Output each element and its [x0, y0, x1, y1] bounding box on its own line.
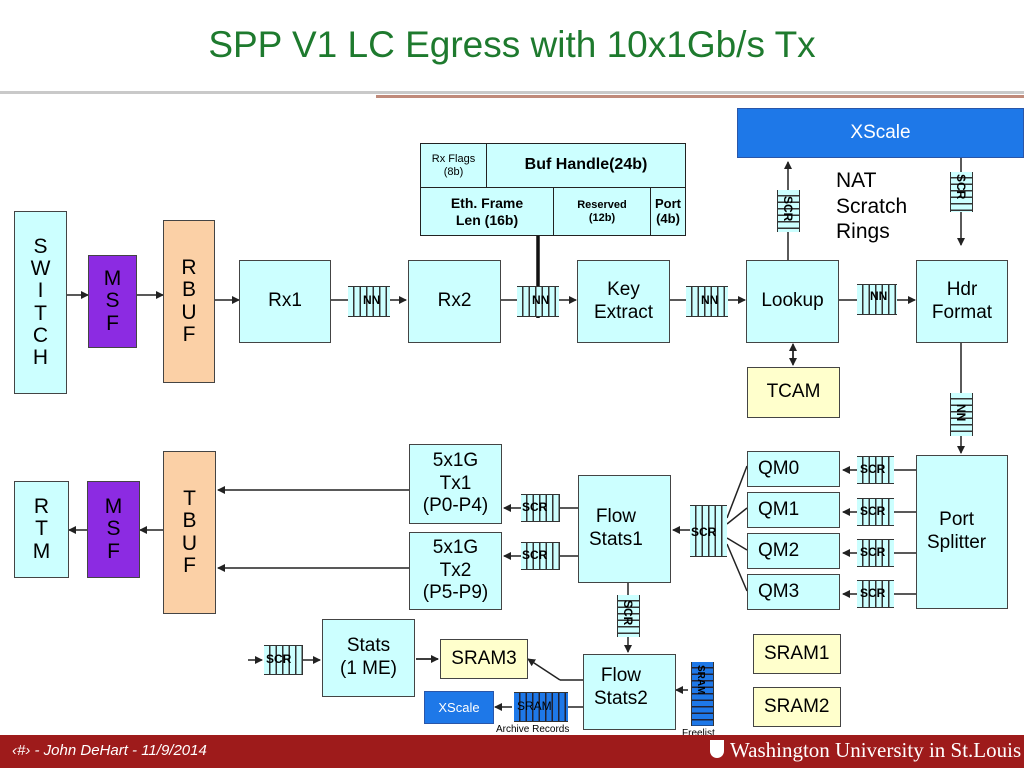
scr-ring-fs1-fs2: [617, 595, 640, 637]
xscale-bottom-block: XScale: [424, 691, 494, 724]
tcam-block: TCAM: [747, 367, 840, 418]
scr-ring-label: SCR: [860, 586, 886, 600]
eth-frame-len-field: Eth. Frame Len (16b): [420, 187, 554, 236]
lookup-block: Lookup: [746, 260, 839, 343]
xscale-top-block: XScale: [737, 108, 1024, 158]
nn-ring-lookup-hdr: [857, 284, 897, 315]
nn-ring-rx1-rx2: [348, 286, 390, 317]
sram1-block: SRAM1: [753, 634, 841, 674]
hdr-format-block: Hdr Format: [916, 260, 1008, 343]
buf-handle-field: Buf Handle(24b): [486, 143, 686, 188]
qm3-block: QM3: [747, 574, 840, 610]
scr-ring-qm0: [857, 456, 894, 484]
title-divider: [0, 91, 1024, 94]
nn-ring-hdr-splitter: [950, 393, 973, 436]
nn-ring-label: NN: [701, 293, 719, 307]
tx1-block: 5x1G Tx1 (P0-P4): [409, 444, 502, 524]
nn-ring-label: NN: [532, 293, 550, 307]
msf-top-block: M S F: [88, 255, 137, 348]
reserved-field: Reserved (12b): [553, 187, 651, 236]
scr-ring-label: SCR: [860, 545, 886, 559]
nn-ring-rx2-key: [517, 286, 559, 317]
scr-ring-tx1: [521, 494, 560, 522]
tx2-block: 5x1G Tx2 (P5-P9): [409, 532, 502, 610]
scr-ring-label: SCR: [691, 525, 717, 539]
sram-ring-freelist: [691, 662, 714, 726]
scr-ring-qm1: [857, 498, 894, 526]
scr-ring-label: SCR: [621, 600, 635, 626]
msf-bottom-block: M S F: [87, 481, 140, 578]
qm2-block: QM2: [747, 533, 840, 569]
footer-credit: ‹#› - John DeHart - 11/9/2014: [12, 742, 207, 759]
scr-ring-label: SCR: [522, 500, 548, 514]
tbuf-block: T B U F: [163, 451, 216, 614]
qm1-block: QM1: [747, 492, 840, 528]
sram-ring-archive: [514, 692, 568, 722]
scr-ring-stats: [264, 645, 303, 675]
scr-ring-qm2: [857, 539, 894, 567]
scr-ring-nat-lookup: [777, 190, 800, 232]
scr-ring-qm-to-fs1: [690, 505, 727, 557]
scr-ring-xscale-hdr: [950, 172, 973, 212]
scr-ring-tx2: [521, 542, 560, 570]
flow-stats1-block: Flow Stats1: [578, 475, 671, 583]
page-title: SPP V1 LC Egress with 10x1Gb/s Tx: [208, 24, 816, 65]
title-divider-accent: [376, 95, 1024, 98]
university-name: Washington University in St.Louis: [730, 738, 1022, 762]
sram-ring-label: SRAM: [517, 699, 552, 713]
nn-ring-label: NN: [363, 293, 381, 307]
scr-ring-label: SCR: [860, 462, 886, 476]
scr-ring-label: SCR: [781, 196, 795, 222]
sram3-block: SRAM3: [440, 639, 528, 679]
rtm-block: R T M: [14, 481, 69, 578]
port-field: Port (4b): [650, 187, 686, 236]
stats-block: Stats (1 ME): [322, 619, 415, 697]
switch-block: S W I T C H: [14, 211, 67, 394]
nn-ring-label: NN: [954, 404, 968, 422]
university-seal-icon: [710, 740, 724, 758]
rbuf-block: R B U F: [163, 220, 215, 383]
nat-scratch-rings-label: NAT Scratch Rings: [836, 169, 908, 244]
nn-ring-key-lookup: [686, 286, 728, 317]
scr-ring-label: SCR: [860, 504, 886, 518]
flow-stats2-block: Flow Stats2: [583, 654, 676, 730]
sram2-block: SRAM2: [753, 687, 841, 727]
freelist-label: Freelist: [682, 728, 715, 739]
qm0-block: QM0: [747, 451, 840, 487]
scr-ring-qm3: [857, 580, 894, 608]
scr-ring-label: SCR: [522, 548, 548, 562]
nn-ring-label: NN: [870, 289, 888, 303]
scr-ring-label: SCR: [266, 652, 292, 666]
sram-ring-label: SRAM: [695, 665, 706, 695]
rx1-block: Rx1: [239, 260, 331, 343]
rx-flags-field: Rx Flags (8b): [420, 143, 487, 188]
footer-bar: [0, 735, 1024, 768]
archive-records-label: Archive Records: [496, 724, 570, 735]
rx2-block: Rx2: [408, 260, 501, 343]
key-extract-block: Key Extract: [577, 260, 670, 343]
scr-ring-label: SCR: [954, 174, 968, 200]
port-splitter-block: Port Splitter: [916, 455, 1008, 609]
